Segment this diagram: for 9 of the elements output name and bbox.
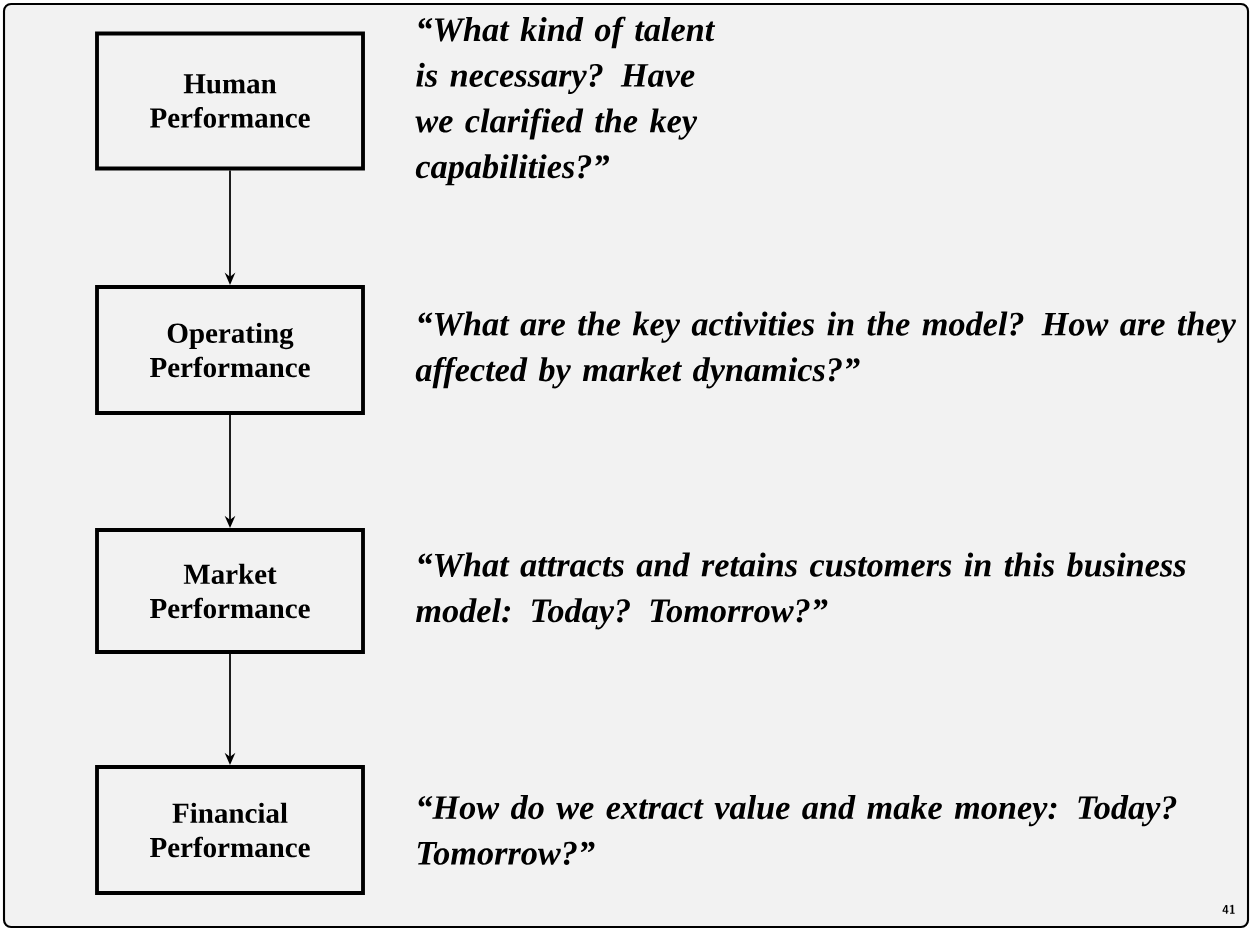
page-number: 41 bbox=[1222, 904, 1235, 914]
question-text: “How do we extract value and make money: Today? Tomorrow?” bbox=[417, 795, 1177, 865]
question-text: “What kind of talent is necessary? Have we clarified the key capabilities?” bbox=[415, 16, 716, 186]
process-box: Operating Performance bbox=[95, 285, 365, 415]
process-box: Human Performance bbox=[95, 31, 365, 171]
process-box: Market Performance bbox=[95, 528, 365, 654]
question-text: “What attracts and retains customers in this business model: Today? Tomorrow?” bbox=[416, 552, 1186, 630]
question-text: “What are the key activities in the model? How are they affected by market dynamics?” bbox=[415, 311, 1236, 389]
process-box: Financial Performance bbox=[95, 765, 365, 895]
